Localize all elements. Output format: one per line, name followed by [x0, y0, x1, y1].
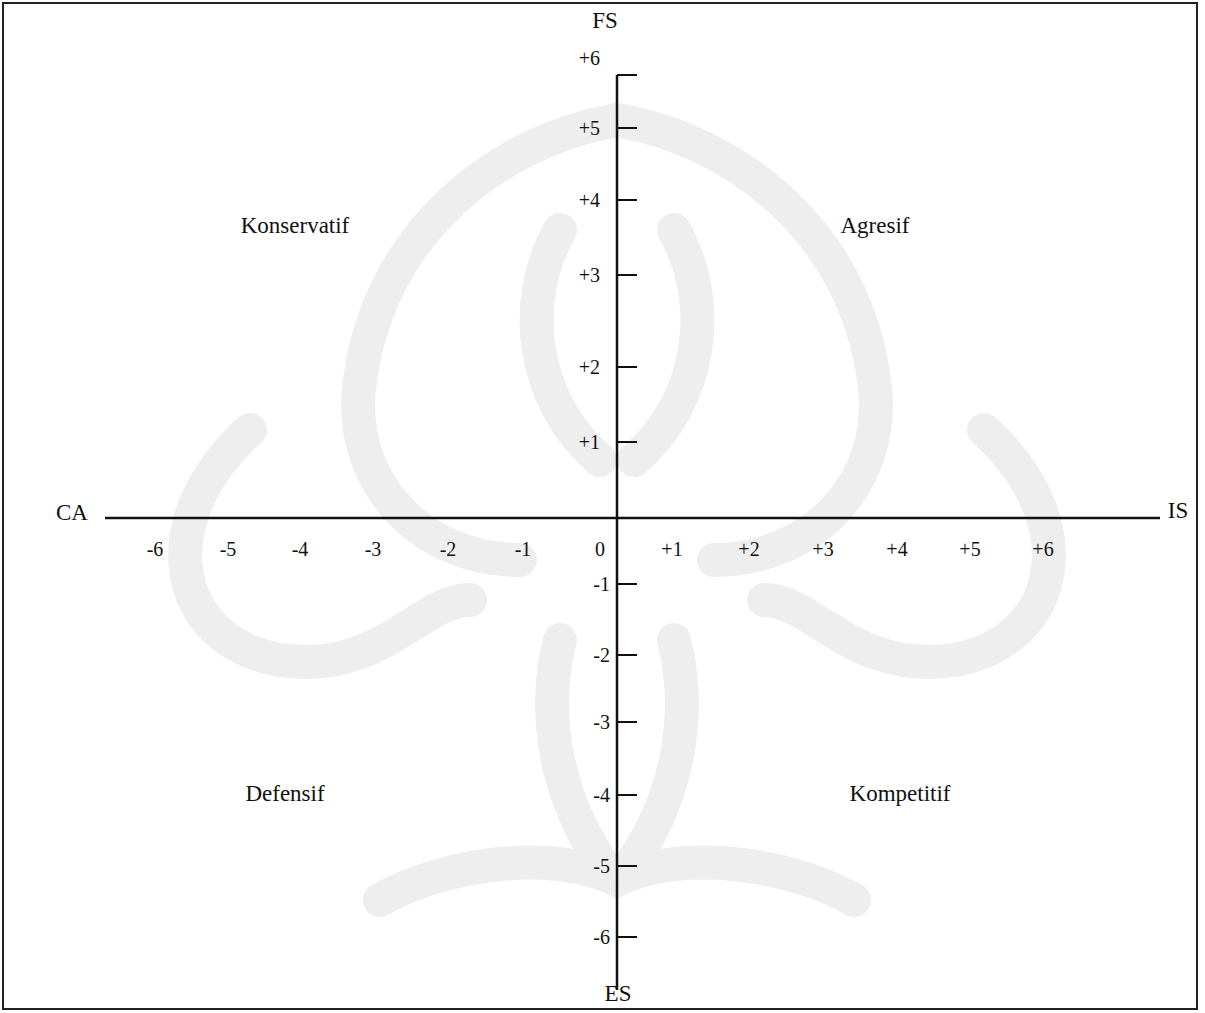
tick-label: +3: [812, 539, 833, 559]
quadrant-label: Agresif: [841, 214, 910, 237]
tick: [617, 74, 637, 76]
tick-label: 0: [595, 539, 605, 559]
tick-label: -3: [593, 712, 610, 732]
watermark-stroke: [358, 120, 617, 560]
y-ticks: [617, 75, 637, 937]
tick-label: +1: [661, 539, 682, 559]
tick-label: -4: [292, 539, 309, 559]
tick-label: -6: [147, 539, 164, 559]
axis-name: ES: [605, 982, 632, 1005]
tick: [617, 865, 637, 867]
frame: [3, 3, 1197, 1009]
tick-label: -5: [220, 539, 237, 559]
tick-label: +2: [579, 357, 600, 377]
x-axis: [105, 517, 1160, 520]
axis-name: FS: [592, 9, 618, 32]
tick: [617, 583, 637, 585]
tick-label: -4: [593, 785, 610, 805]
tick-label: -6: [593, 927, 610, 947]
tick: [617, 274, 637, 276]
tick-label: +4: [886, 539, 907, 559]
tick: [617, 654, 637, 656]
tick: [617, 199, 637, 201]
tick: [617, 441, 637, 443]
tick-label: -1: [593, 574, 610, 594]
tick-label: -5: [593, 856, 610, 876]
tick-label: -2: [593, 645, 610, 665]
tick-label: +4: [579, 190, 600, 210]
tick: [617, 721, 637, 723]
tick-label: -1: [515, 539, 532, 559]
watermark-stroke: [537, 230, 600, 460]
quadrant-label: Konservatif: [241, 214, 350, 237]
watermark-stroke: [764, 430, 1049, 662]
tick: [617, 936, 637, 938]
tick-label: +3: [579, 265, 600, 285]
tick: [617, 794, 637, 796]
watermark-stroke: [634, 640, 682, 860]
tick-label: +5: [959, 539, 980, 559]
tick-label: +6: [1032, 539, 1053, 559]
tick-label: -3: [365, 539, 382, 559]
quadrant-label: Kompetitif: [850, 782, 951, 805]
watermark-stroke: [185, 430, 470, 662]
tick: [617, 127, 637, 129]
tick: [617, 366, 637, 368]
tick-label: +2: [738, 539, 759, 559]
quadrant-label: Defensif: [245, 782, 324, 805]
y-axis: [616, 75, 619, 990]
watermark-stroke: [634, 230, 697, 460]
axis-name: IS: [1168, 499, 1188, 522]
tick-label: +1: [579, 432, 600, 452]
watermark-stroke: [552, 640, 600, 860]
tick-label: -2: [440, 539, 457, 559]
tick-label: +5: [579, 118, 600, 138]
axis-name: CA: [56, 501, 88, 524]
watermark-stroke: [617, 120, 876, 560]
tick-label: +6: [579, 48, 600, 68]
